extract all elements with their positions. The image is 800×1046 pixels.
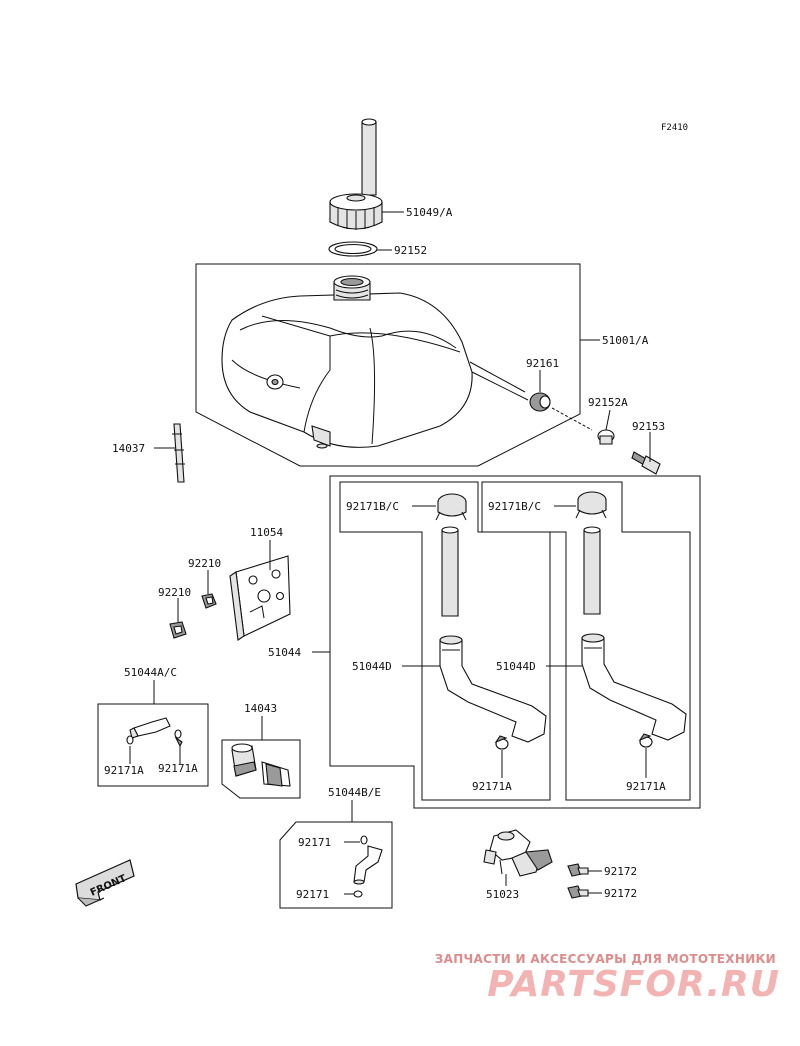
clip-lower-part[interactable] [169,621,187,639]
label-hose-right[interactable]: 51044D [496,660,536,673]
label-hose-left-clamp-bottom[interactable]: 92171A [472,780,512,793]
hose-right-tube-part[interactable] [581,526,687,741]
front-direction-marker: FRONT [75,859,135,907]
label-hose-set[interactable]: 51044 [268,646,301,659]
hose-left-clamp-top-part[interactable] [435,493,467,521]
watermark-subtitle: ЗАПЧАСТИ И АКСЕССУАРЫ ДЛЯ МОТОТЕХНИКИ [435,952,776,966]
hose-set-frame [329,475,701,809]
hose-right-clamp-top-part[interactable] [575,491,607,519]
label-hose-be-clamp-bottom[interactable]: 92171 [296,888,329,901]
watermark-brand: PARTSFOR.RU [487,964,780,1005]
hose-right-clamp-bottom-part[interactable] [638,733,653,748]
breather-tube [361,118,377,196]
fuel-tank-part[interactable] [221,292,529,449]
filter-part[interactable] [231,743,291,787]
label-collar[interactable]: 92152A [588,396,628,409]
label-bracket[interactable]: 11054 [250,526,283,539]
fuel-cap-part[interactable] [329,193,383,230]
hose-be-frame [279,821,393,909]
hose-be-clamp-top-part[interactable] [360,835,368,845]
clip-upper-part[interactable] [201,593,217,609]
label-hose-left-clamp-top[interactable]: 92171B/C [346,500,399,513]
hose-ac-clamp-left-part[interactable] [126,735,134,745]
label-hose-rod[interactable]: 14037 [112,442,145,455]
hose-left-frame [339,481,551,801]
label-screw-bottom[interactable]: 92172 [604,887,637,900]
label-clip-lower[interactable]: 92210 [158,586,191,599]
label-hose-be[interactable]: 51044B/E [328,786,381,799]
label-clip-upper[interactable]: 92210 [188,557,221,570]
label-hose-ac-clamp-left[interactable]: 92171A [104,764,144,777]
bracket-part[interactable] [229,555,291,641]
label-hose-right-clamp-top[interactable]: 92171B/C [488,500,541,513]
hose-ac-frame [97,703,209,787]
cap-gasket-part[interactable] [328,241,378,257]
hose-left-clamp-bottom-part[interactable] [494,735,509,750]
label-hose-right-clamp-bottom[interactable]: 92171A [626,780,666,793]
hose-ac-part[interactable] [129,717,171,739]
label-hose-ac-clamp-right[interactable]: 92171A [158,762,198,775]
hose-ac-clamp-right-part[interactable] [174,729,183,748]
collar-part[interactable] [597,429,615,445]
diagram-code: F2410 [661,123,688,133]
label-screw-top[interactable]: 92172 [604,865,637,878]
fuel-cock-part[interactable] [483,829,553,877]
label-fuel-cock[interactable]: 51023 [486,888,519,901]
filler-neck-part[interactable] [333,275,371,301]
label-hose-ac[interactable]: 51044A/C [124,666,177,679]
hose-right-frame [481,481,691,801]
label-bolt[interactable]: 92153 [632,420,665,433]
hose-be-part[interactable] [353,845,383,885]
damper-part[interactable] [529,392,551,412]
screw-bottom-part[interactable] [567,885,589,899]
label-fuel-cap[interactable]: 51049/A [406,206,453,219]
screw-top-part[interactable] [567,863,589,877]
hose-left-tube-part[interactable] [439,526,547,743]
hose-rod-part[interactable] [172,423,185,483]
bolt-part[interactable] [631,451,661,475]
label-damper[interactable]: 92161 [526,357,559,370]
tank-assembly-frame [195,263,581,467]
label-fuel-tank[interactable]: 51001/A [602,334,649,347]
filter-frame [221,739,301,799]
label-filter[interactable]: 14043 [244,702,277,715]
label-hose-left[interactable]: 51044D [352,660,392,673]
label-cap-gasket[interactable]: 92152 [394,244,427,257]
hose-be-clamp-bottom-part[interactable] [353,890,363,898]
label-hose-be-clamp-top[interactable]: 92171 [298,836,331,849]
